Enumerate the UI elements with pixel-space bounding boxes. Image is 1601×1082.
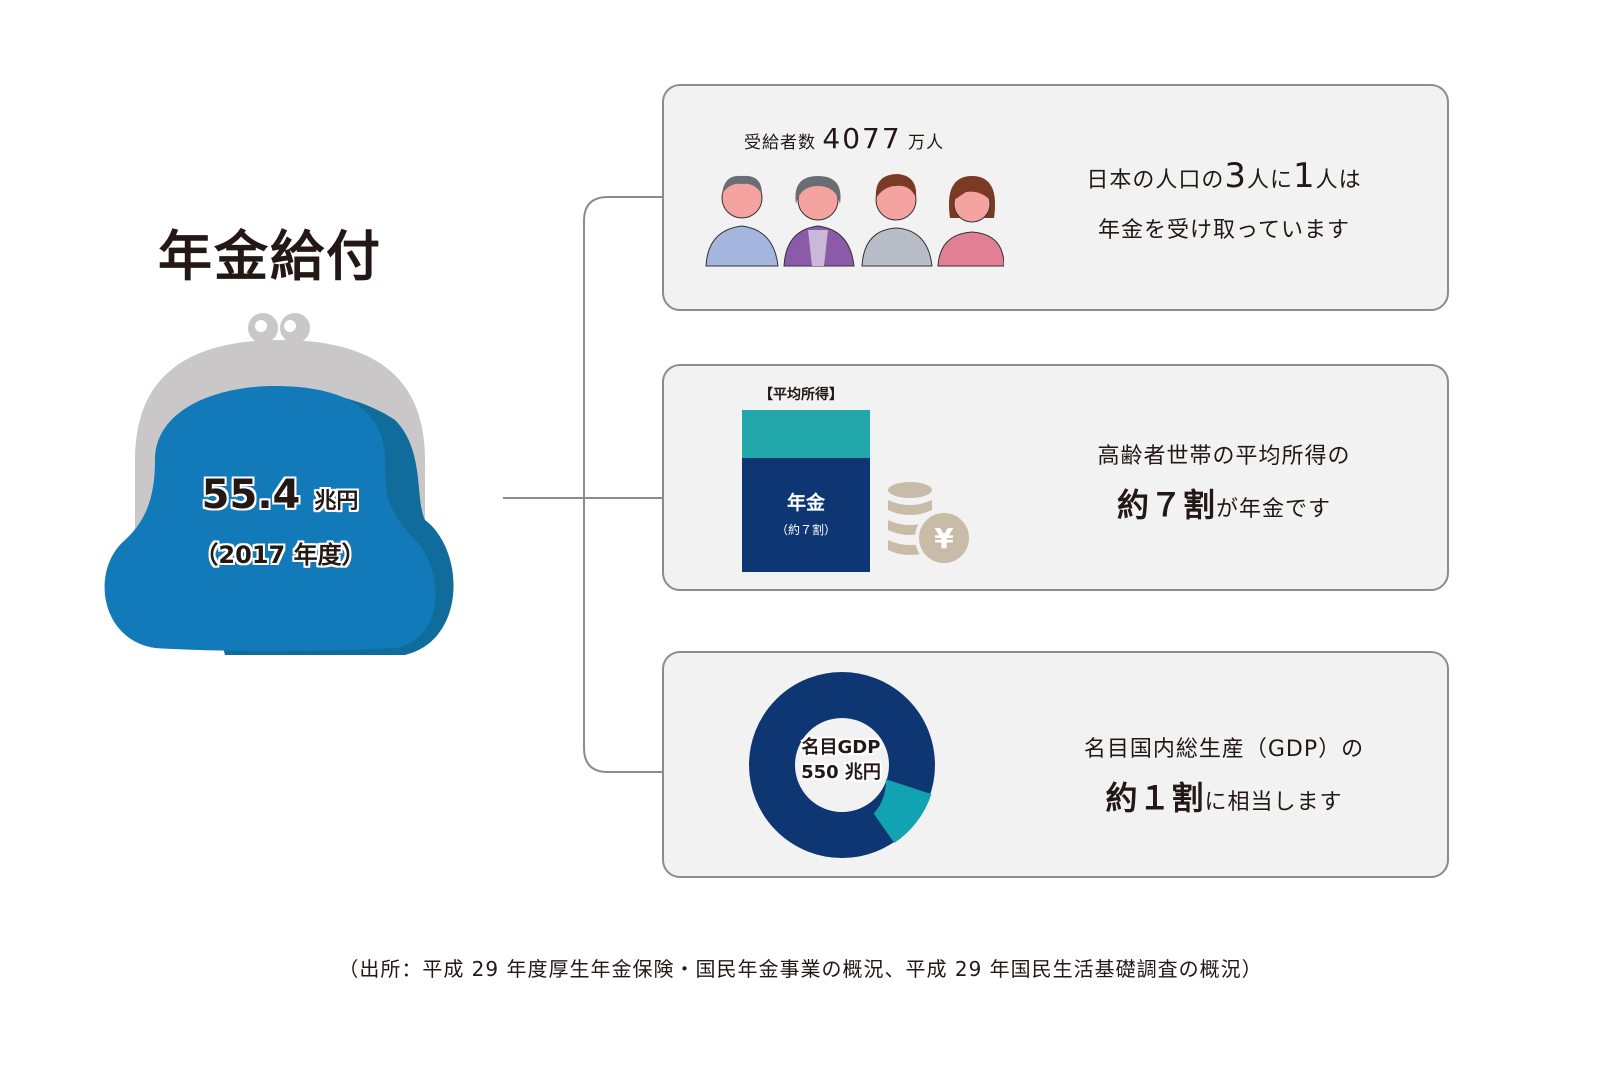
yen-coins-icon: ¥ (888, 482, 973, 567)
other-income-segment (742, 410, 870, 458)
pension-segment-sublabel: （約７割） (775, 523, 836, 537)
recipients-card: 受給者数 4077 万人 日本の人口の3人に1人は 年金を受け取っています (662, 84, 1449, 311)
income-message-line1: 高齢者世帯の平均所得の (1097, 444, 1351, 469)
income-message-line2: 約７割が年金です (1034, 480, 1414, 526)
income-message: 高齢者世帯の平均所得の 約７割が年金です (1034, 438, 1414, 526)
gdp-donut-label: 名目GDP 550 兆円 (766, 735, 916, 785)
page-title: 年金給付 (158, 225, 382, 288)
gdp-message: 名目国内総生産（GDP）の 約１割に相当します (1034, 731, 1414, 819)
source-note: （出所：平成 29 年度厚生年金保険・国民年金事業の概況、平成 29 年国民生活… (338, 957, 1263, 981)
gdp-emphasis: 約１割 (1105, 779, 1205, 817)
recipients-unit: 万人 (908, 133, 945, 153)
msg-prefix: 日本の人口の (1086, 168, 1225, 193)
amount-unit: 兆円 (314, 489, 359, 514)
gdp-card: 名目GDP 550 兆円 名目国内総生産（GDP）の 約１割に相当します (662, 651, 1449, 878)
recipients-value: 4077 (822, 122, 902, 155)
svg-text:¥: ¥ (934, 522, 954, 555)
fiscal-year: （2017 年度） (194, 541, 366, 569)
recipients-message: 日本の人口の3人に1人は 年金を受け取っています (1034, 156, 1414, 244)
amount-value: 55.4 (201, 472, 301, 518)
pension-amount: 55.4 兆円 (180, 472, 380, 518)
average-income-label: 【平均所得】 (759, 387, 843, 403)
recipients-message-line1: 日本の人口の3人に1人は (1034, 156, 1414, 196)
gdp-message-line1: 名目国内総生産（GDP）の (1083, 737, 1365, 762)
income-rest: が年金です (1216, 497, 1332, 522)
income-emphasis: 約７割 (1116, 486, 1216, 524)
gdp-rest: に相当します (1204, 790, 1343, 815)
pension-segment-label: 年金 (786, 492, 825, 514)
recipients-message-line2: 年金を受け取っています (1098, 218, 1350, 243)
gdp-label-line2: 550 兆円 (801, 762, 881, 783)
msg-mid: 人に (1246, 168, 1293, 193)
msg-num-3: 3 (1224, 156, 1247, 196)
gdp-message-line2: 約１割に相当します (1034, 773, 1414, 819)
msg-suffix: 人は (1315, 168, 1362, 193)
income-card: 【平均所得】 年金 （約７割） ¥ 高齢者世帯の平均所得の 約７割が年金です (662, 364, 1449, 591)
gdp-label-line1: 名目GDP (801, 737, 881, 758)
purse-icon (104, 313, 454, 655)
msg-num-1: 1 (1293, 156, 1316, 196)
four-people-illustration (705, 174, 1004, 267)
pension-income-segment: 年金 （約７割） (742, 458, 870, 572)
recipients-count: 受給者数 4077 万人 (744, 122, 944, 155)
income-stacked-bar: 年金 （約７割） (742, 410, 870, 572)
recipients-label: 受給者数 (744, 133, 816, 153)
gdp-donut-chart (749, 672, 935, 858)
